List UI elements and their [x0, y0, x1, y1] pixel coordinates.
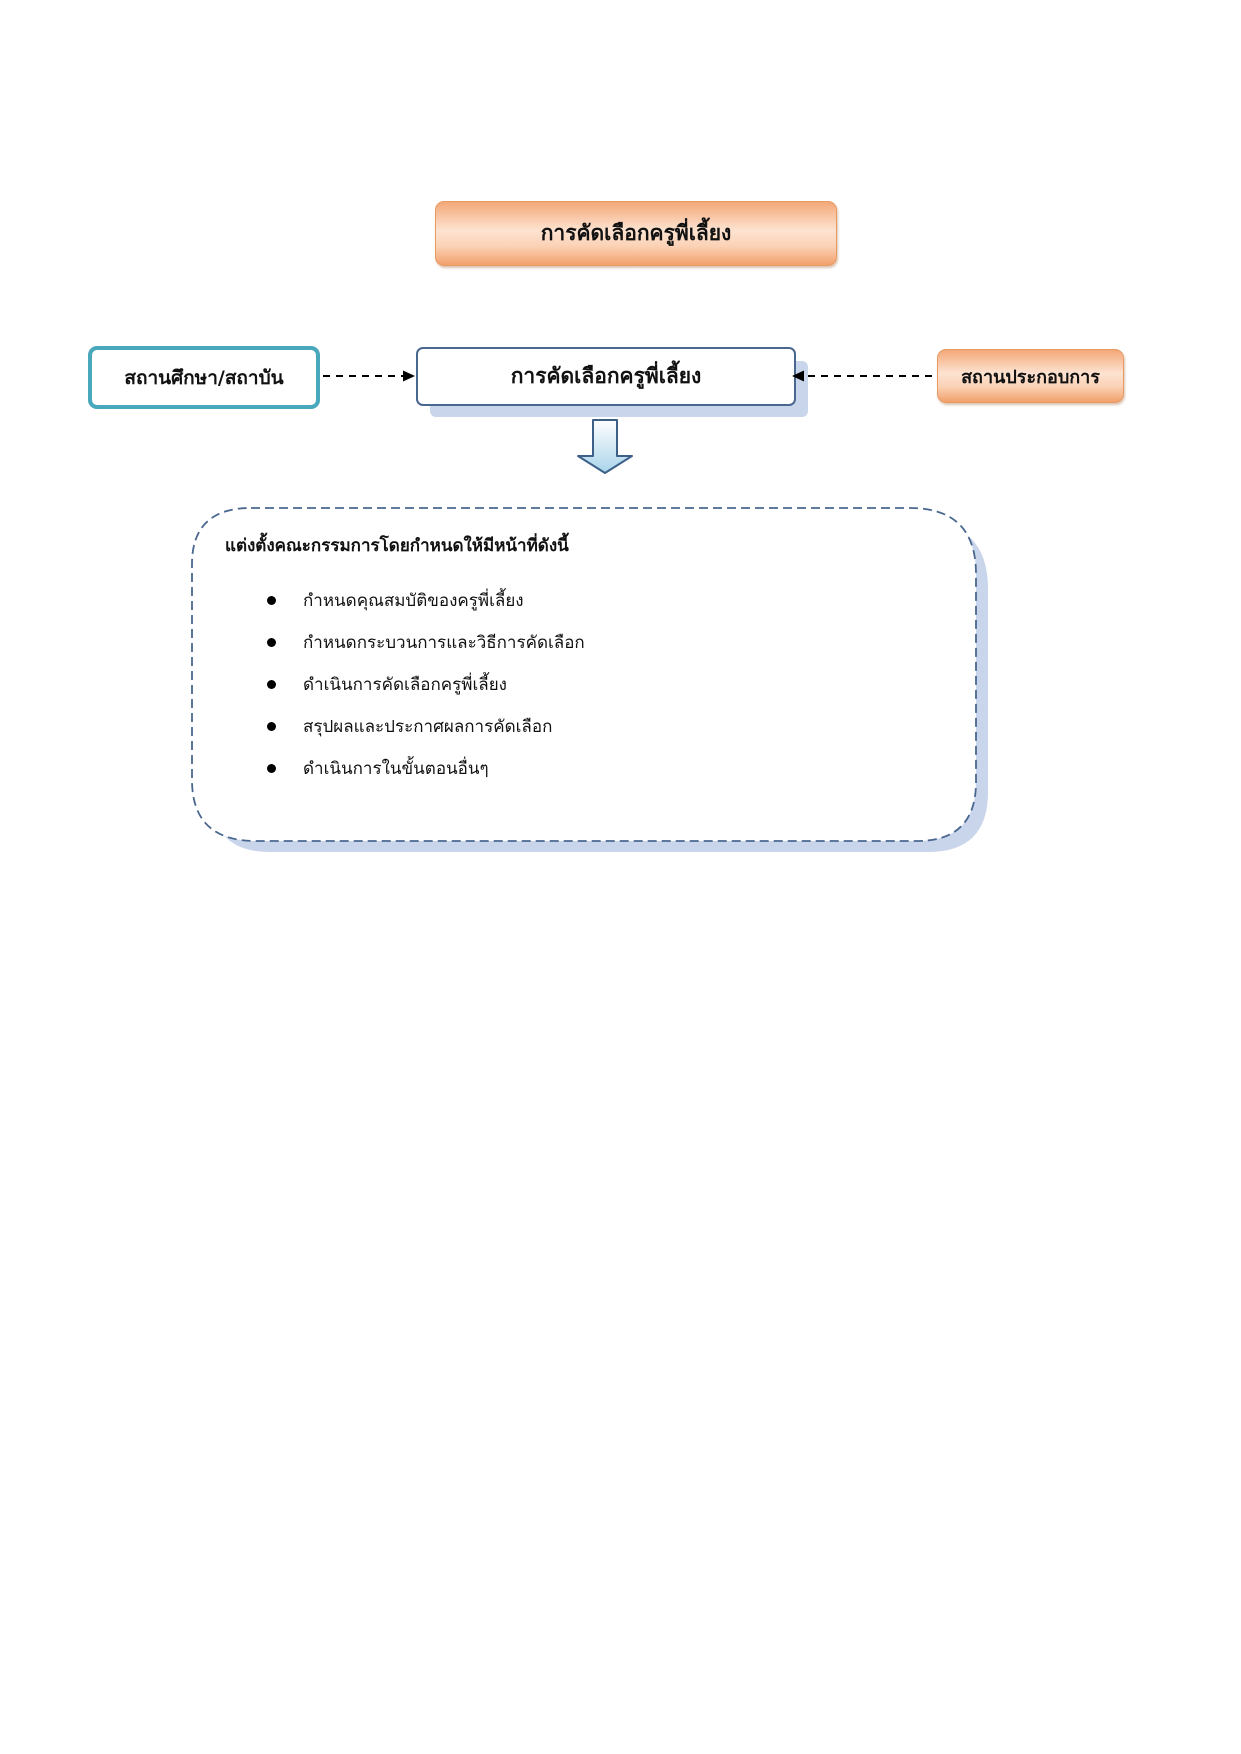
list-item: กำหนดกระบวนการและวิธีการคัดเลือก: [267, 621, 965, 663]
selection-label: การคัดเลือกครูพี่เลี้ยง: [510, 364, 702, 388]
duty-label: สรุปผลและประกาศผลการคัดเลือก: [303, 716, 553, 737]
institution-node: สถานศึกษา/สถาบัน: [88, 346, 320, 409]
list-item: สรุปผลและประกาศผลการคัดเลือก: [267, 705, 965, 747]
enterprise-label: สถานประกอบการ: [961, 366, 1100, 388]
bullet-icon: [267, 763, 276, 773]
bullet-icon: [267, 637, 276, 647]
duties-heading: แต่งตั้งคณะกรรมการโดยกำหนดให้มีหน้าที่ดั…: [225, 536, 569, 556]
enterprise-node: สถานประกอบการ: [937, 349, 1124, 403]
duties-panel-border: [191, 507, 977, 842]
diagram-title-box: การคัดเลือกครูพี่เลี้ยง: [435, 201, 837, 266]
duty-label: กำหนดคุณสมบัติของครูพี่เลี้ยง: [303, 590, 524, 611]
list-item: ดำเนินการคัดเลือกครูพี่เลี้ยง: [267, 663, 965, 705]
bullet-icon: [267, 595, 276, 605]
right-dashed-arrow: [792, 370, 932, 382]
duties-panel-content: แต่งตั้งคณะกรรมการโดยกำหนดให้มีหน้าที่ดั…: [225, 532, 965, 789]
bullet-icon: [267, 721, 276, 731]
duty-label: กำหนดกระบวนการและวิธีการคัดเลือก: [303, 632, 585, 653]
institution-label: สถานศึกษา/สถาบัน: [124, 366, 284, 389]
duty-label: ดำเนินการคัดเลือกครูพี่เลี้ยง: [303, 674, 507, 695]
duty-label: ดำเนินการในขั้นตอนอื่นๆ: [303, 758, 489, 779]
left-dashed-arrow: [323, 370, 415, 382]
duties-list: กำหนดคุณสมบัติของครูพี่เลี้ยง กำหนดกระบว…: [225, 579, 965, 789]
down-arrow-icon: [577, 419, 633, 474]
selection-node: การคัดเลือกครูพี่เลี้ยง: [416, 347, 796, 406]
list-item: ดำเนินการในขั้นตอนอื่นๆ: [267, 747, 965, 789]
diagram-title: การคัดเลือกครูพี่เลี้ยง: [540, 221, 732, 245]
bullet-icon: [267, 679, 276, 689]
list-item: กำหนดคุณสมบัติของครูพี่เลี้ยง: [267, 579, 965, 621]
duties-panel: [191, 507, 988, 852]
